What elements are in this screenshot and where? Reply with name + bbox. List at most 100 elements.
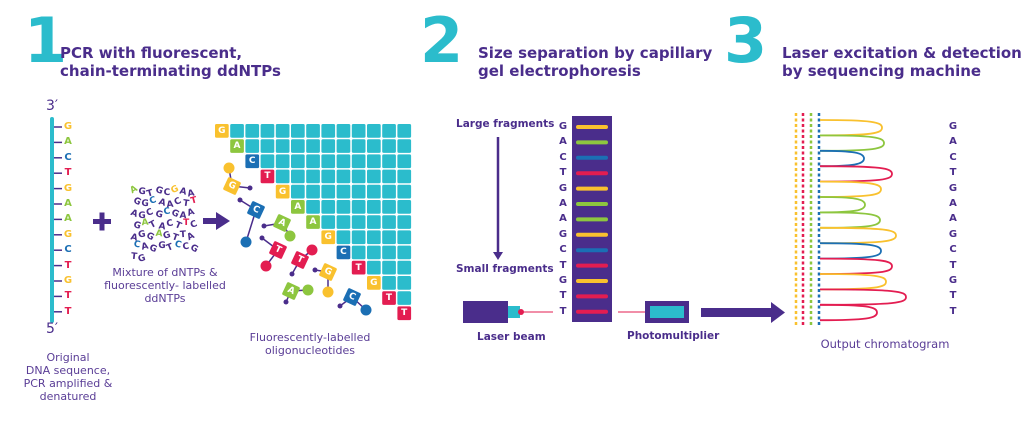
gel-base: G [558, 182, 568, 194]
strand-base: C [64, 151, 72, 163]
oligo-grid-cell [367, 169, 381, 184]
chromatogram-base: T [949, 305, 957, 317]
chromatogram-base: A [949, 136, 957, 148]
strand-base: T [64, 290, 72, 302]
molecule-node [289, 271, 295, 277]
oligo-grid-cell [351, 200, 366, 214]
oligo-terminal-base: C [248, 156, 256, 167]
labelled-nucleotide [343, 288, 361, 306]
oligo-terminal-base: C [340, 247, 347, 258]
strand-base: G [63, 121, 73, 132]
oligo-grid-cell [291, 184, 305, 199]
molecule-node [259, 235, 265, 241]
output-arrow-shaft [701, 308, 771, 317]
oligo-terminal-base: T [401, 308, 408, 319]
plus-icon [99, 212, 105, 231]
gel-base: C [559, 244, 567, 256]
oligo-grid-cell [382, 215, 396, 229]
oligo-grid-cell [336, 124, 351, 138]
oligo-grid-cell [321, 154, 336, 169]
oligo-grid-cell [397, 139, 412, 153]
chromatogram-base: A [949, 198, 957, 209]
strand-base: A [64, 198, 72, 209]
gel-base: T [559, 305, 567, 317]
strand-caption-line: denatured [39, 390, 97, 403]
dna-strand [50, 117, 54, 323]
molecule-node [247, 185, 253, 191]
oligo-grid-cell [397, 184, 412, 199]
oligo-grid-cell [291, 139, 305, 153]
oligo-grid-cell [397, 291, 412, 305]
mixture-caption-line: ddNTPs [144, 292, 186, 305]
oligo-grid-cell [306, 200, 320, 214]
oligo-grid-cell [275, 169, 290, 184]
chromatogram-base: T [949, 290, 957, 302]
oligo-grid-cell [397, 245, 412, 260]
oligo-grid-cell [336, 154, 351, 169]
laser-nozzle [508, 306, 520, 318]
strand-base: C [64, 244, 72, 256]
chromatogram-peak [819, 180, 882, 198]
oligo-grid-cell [321, 184, 336, 199]
oligo-terminal-square [291, 200, 305, 214]
oligo-grid-cell [336, 215, 351, 229]
oligo-grid-cell [306, 139, 320, 153]
oligo-terminal-square [306, 215, 320, 229]
oligo-terminal-base: T [355, 262, 362, 273]
oligo-grid-cell [321, 215, 336, 229]
oligo-grid-cell [230, 124, 244, 138]
oligo-grid-cell [397, 124, 412, 138]
mixture-caption-line: Mixture of dNTPs & [112, 266, 218, 279]
step-3-title-line2: by sequencing machine [782, 62, 982, 80]
oligo-grid-cell [382, 260, 396, 275]
oligo-caption-line: Fluorescently-labelled [249, 331, 371, 344]
oligo-grid-cell [351, 139, 366, 153]
chromatogram-peak [819, 288, 907, 306]
mixture-caption-line: fluorescently- labelled [104, 279, 226, 292]
gel-base: G [558, 275, 568, 286]
oligo-terminal-base: G [324, 232, 332, 243]
molecule-node [312, 267, 318, 273]
fluorophore-dot [302, 284, 314, 296]
strand-caption-line: PCR amplified & [23, 377, 113, 390]
chromatogram-base: G [948, 182, 958, 194]
oligo-grid-cell [351, 154, 366, 169]
oligo-grid-cell [367, 139, 381, 153]
fluorophore-dot [360, 304, 372, 316]
oligo-grid-cell [367, 184, 381, 199]
oligo-grid-cell [306, 184, 320, 199]
oligo-terminal-square [382, 291, 396, 305]
oligo-terminal-base: T [264, 171, 271, 182]
fluorophore-dot [260, 260, 272, 272]
labelled-nucleotide [223, 177, 241, 195]
step-3-title: Laser excitation & detection by sequenci… [782, 44, 1022, 80]
fluorophore-dot [306, 244, 318, 256]
step-2-number: 2 [420, 4, 464, 77]
oligo-grid-cell [397, 200, 412, 214]
chromatogram-base: T [949, 259, 957, 271]
gel-base: G [558, 121, 568, 132]
oligo-terminal-square [230, 139, 244, 153]
photomultiplier-window [650, 306, 684, 318]
mixture-base: T [183, 218, 190, 228]
arrow-icon [203, 212, 230, 230]
output-arrow-head [771, 302, 785, 323]
oligo-grid-cell [397, 276, 412, 290]
oligo-terminal-square [321, 230, 336, 245]
oligo-grid-cell [382, 154, 396, 169]
oligo-terminal-base: A [294, 201, 302, 212]
oligo-grid-cell [351, 215, 366, 229]
labelled-nucleotide [273, 214, 291, 232]
step-1-title: PCR with fluorescent, chain-terminating … [60, 44, 281, 80]
labelled-nucleotide [291, 251, 309, 269]
gel-base: T [559, 167, 567, 179]
chromatogram-base: G [948, 228, 958, 240]
step-1-number: 1 [24, 4, 68, 77]
fluorophore-dot [240, 236, 252, 248]
oligo-grid-cell [382, 169, 396, 184]
labelled-nucleotide [319, 263, 337, 281]
oligo-grid-cell [351, 245, 366, 260]
oligo-grid-cell [397, 230, 412, 245]
oligo-grid-cell [291, 124, 305, 138]
